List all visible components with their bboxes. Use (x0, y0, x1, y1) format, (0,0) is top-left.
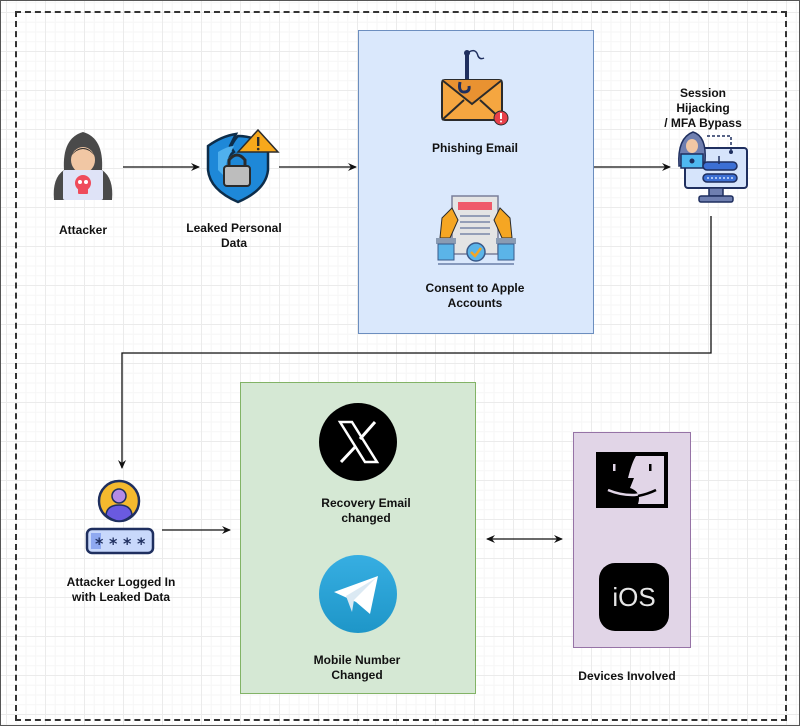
attacker-label: Attacker (58, 223, 108, 237)
recovery-email-label: Recovery Email changed (321, 496, 411, 525)
user-password-icon: * * * * (85, 479, 155, 555)
svg-text:*: * (123, 534, 132, 553)
devices-label: Devices Involved (578, 669, 676, 683)
leaked-data-label: Leaked Personal Data (186, 221, 282, 250)
hooded-hacker-icon (53, 132, 113, 200)
outer-boundary (15, 11, 787, 721)
macos-finder-icon (596, 452, 668, 508)
svg-text:*: * (109, 534, 118, 553)
phishing-hook-envelope-icon (441, 49, 509, 126)
svg-text:*: * (137, 534, 146, 553)
ios-text: iOS (612, 581, 656, 612)
phishing-email-label: Phishing Email (431, 141, 519, 155)
x-logo-icon (319, 403, 397, 481)
ios-icon: iOS (599, 563, 669, 631)
hacker-monitor-icon (678, 131, 748, 203)
consent-label: Consent to Apple Accounts (425, 281, 525, 310)
svg-text:*: * (95, 534, 104, 553)
logged-in-label: Attacker Logged In with Leaked Data (66, 575, 176, 604)
consent-document-icon (436, 195, 516, 265)
broken-shield-lock-icon (206, 128, 280, 204)
session-hijack-label: Session Hijacking / MFA Bypass (664, 86, 742, 130)
telegram-logo-icon (319, 555, 397, 633)
mobile-number-label: Mobile Number Changed (313, 653, 401, 682)
